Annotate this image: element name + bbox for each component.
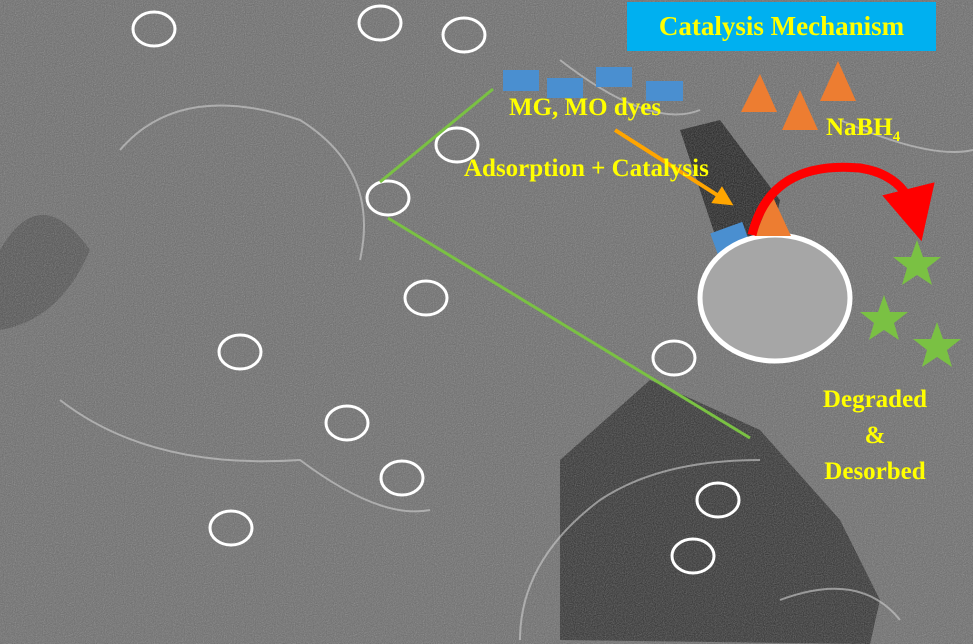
nabh4-label-text: NaBH (826, 114, 893, 141)
dyes-label: MG, MO dyes (509, 94, 662, 121)
process-label: Adsorption + Catalysis (464, 155, 709, 182)
adsorption-arrow (613, 128, 734, 206)
zoom-lines (379, 87, 751, 440)
nabh4-molecule (782, 90, 818, 130)
nabh4-molecule (741, 74, 777, 112)
nabh4-label: NaBH4 (826, 114, 900, 146)
result-label-line2: & (864, 422, 886, 449)
diagram-title: Catalysis Mechanism (627, 2, 936, 51)
result-label: Degraded & Desorbed (805, 382, 945, 490)
result-label-line3: Desorbed (824, 458, 926, 485)
adsorbed-nabh4-molecule (755, 195, 791, 236)
nabh4-molecules (741, 61, 856, 130)
dye-molecule (547, 78, 583, 98)
degraded-products (860, 240, 961, 367)
dye-molecule (596, 67, 632, 87)
reaction-arrow (747, 162, 935, 242)
result-label-line1: Degraded (822, 386, 928, 413)
surface-ridges (59, 59, 973, 641)
product-star (893, 240, 941, 285)
dye-molecule (646, 81, 683, 101)
dye-molecule (503, 70, 539, 91)
nanoparticle-markers (131, 4, 741, 575)
catalyst-particle (697, 232, 853, 364)
nabh4-subscript: 4 (892, 129, 901, 145)
nabh4-molecule (820, 61, 856, 101)
